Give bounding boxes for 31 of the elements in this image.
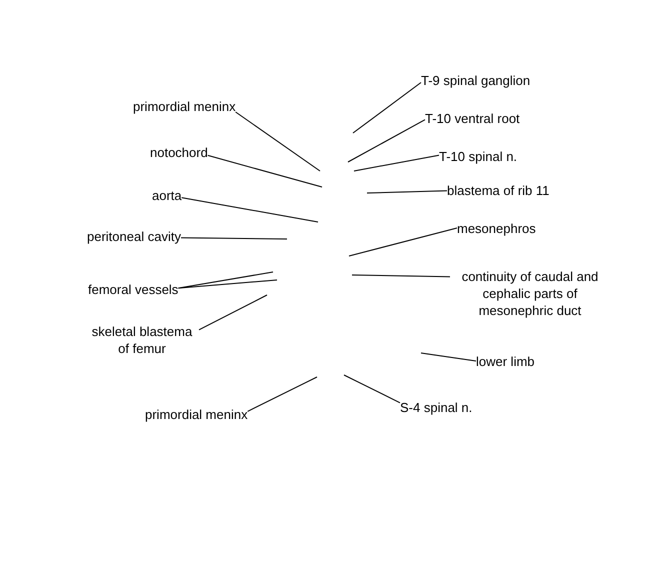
leader-line (180, 237, 288, 240)
leader-line (348, 228, 458, 256)
part-label: skeletal blastema of femur (85, 323, 199, 357)
part-label: femoral vessels (88, 280, 178, 298)
part-label: lower limb (476, 352, 535, 370)
leader-line (352, 82, 422, 134)
part-label: primordial meninx (145, 406, 248, 422)
leader-line (247, 376, 318, 412)
part-label: T-10 ventral root (425, 110, 520, 126)
part-label: T-10 spinal n. (439, 148, 518, 164)
part-label: S-4 spinal n. (400, 398, 472, 416)
leader-line (181, 197, 318, 222)
part-label: mesonephros (457, 220, 536, 236)
part-label: T-9 spinal ganglion (421, 72, 530, 88)
part-label: aorta (152, 186, 182, 204)
part-label: notochord (150, 144, 208, 160)
leader-line (354, 154, 440, 172)
leader-line (198, 294, 268, 330)
part-label: blastema of rib 11 (447, 182, 550, 198)
leader-line (207, 154, 322, 188)
part-label: primordial meninx (133, 98, 236, 114)
part-label: continuity of caudal and cephalic parts of mesonephric duct (450, 268, 610, 319)
leader-line (344, 374, 400, 404)
leader-line (352, 274, 450, 278)
leader-line (366, 190, 448, 194)
leader-line (420, 352, 476, 362)
leader-line (348, 119, 426, 162)
leader-line (235, 112, 320, 172)
leader-line (178, 272, 274, 289)
part-label: peritoneal cavity (87, 228, 181, 244)
leader-line (178, 280, 278, 289)
